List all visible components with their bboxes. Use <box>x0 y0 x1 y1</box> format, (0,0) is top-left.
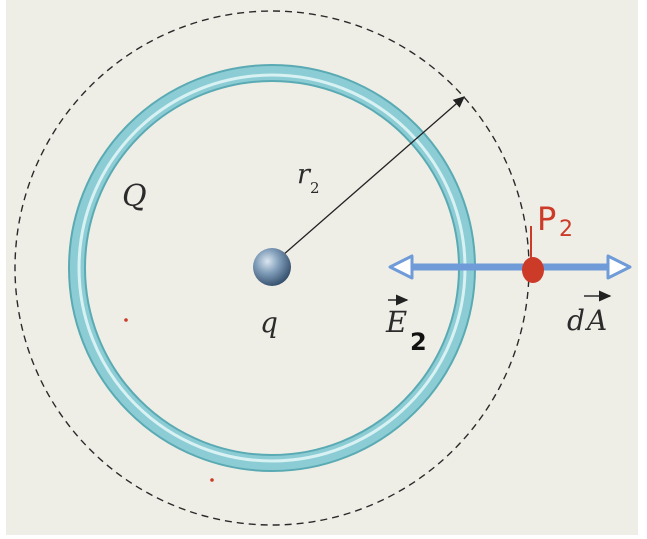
svg-text:E: E <box>385 305 407 339</box>
small-dot-left <box>124 318 128 322</box>
svg-text:2: 2 <box>559 217 573 242</box>
field-area-arrow <box>388 254 632 280</box>
label-r2: r 2 <box>297 159 320 197</box>
svg-text:2: 2 <box>410 328 427 356</box>
arrowhead-right <box>606 254 632 280</box>
label-P2: P 2 <box>537 200 573 242</box>
svg-text:A: A <box>584 304 607 337</box>
svg-text:d: d <box>567 304 585 337</box>
point-charge-sphere <box>253 248 291 286</box>
svg-text:P: P <box>537 200 556 238</box>
arrowhead-left <box>388 254 414 280</box>
label-Q: Q <box>122 179 147 214</box>
radius-arrow <box>274 96 465 263</box>
label-E2: E 2 <box>385 294 427 356</box>
label-q: q <box>260 306 278 339</box>
svg-text:r: r <box>297 159 312 190</box>
small-dot-bottom <box>210 478 214 482</box>
label-dA: d A <box>567 290 612 337</box>
svg-text:2: 2 <box>310 179 320 197</box>
point-p2-marker <box>522 257 544 283</box>
